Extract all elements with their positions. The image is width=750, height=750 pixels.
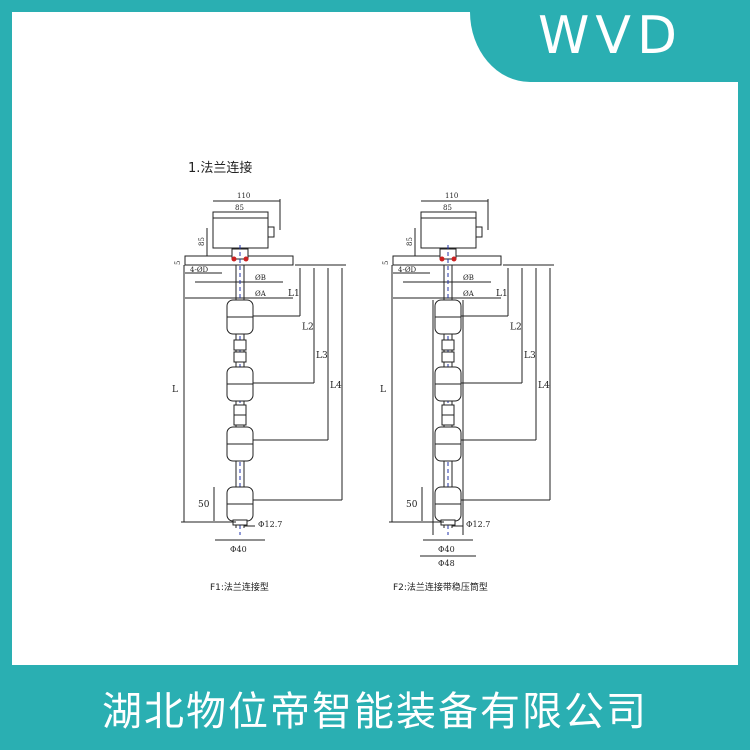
cable-gland xyxy=(267,226,275,238)
rod-collar xyxy=(441,351,455,363)
dim-float-label: Φ40 xyxy=(438,545,455,554)
brand-tab xyxy=(470,0,750,82)
dim-rod-label: Φ12.7 xyxy=(258,520,282,529)
dim-a-label: ØA xyxy=(463,290,475,298)
rod-collar xyxy=(233,404,247,416)
drawing-caption: F2:法兰连接带稳压筒型 xyxy=(393,581,488,593)
dim-holes-label: 4-ØD xyxy=(190,266,209,274)
dim-l1-label: L1 xyxy=(288,289,300,299)
section-title: 1.法兰连接 xyxy=(188,160,252,176)
dim-5-label: 5 xyxy=(174,261,182,265)
dim-b-label: ØB xyxy=(255,274,266,282)
dim-50-label: 50 xyxy=(198,500,210,510)
rod-collar xyxy=(233,339,247,351)
dim-l-label: L xyxy=(172,385,178,395)
company-name: 湖北物位帝智能装备有限公司 xyxy=(102,688,648,735)
dim-l2-label: L2 xyxy=(302,323,314,333)
dim-50-label: 50 xyxy=(406,500,418,510)
cable-gland xyxy=(475,226,483,238)
dim-85-label: 85 xyxy=(235,204,244,212)
dim-height-label: 85 xyxy=(406,237,414,246)
seal-mark xyxy=(439,256,445,262)
dim-tube-label: Φ48 xyxy=(438,559,455,568)
housing-box xyxy=(212,211,269,249)
seal-mark xyxy=(243,256,249,262)
dim-holes-label: 4-ØD xyxy=(398,266,417,274)
rod-collar xyxy=(233,414,247,426)
seal-mark xyxy=(231,256,237,262)
dim-l1-label: L1 xyxy=(496,289,508,299)
rod-collar xyxy=(441,414,455,426)
dim-float-label: Φ40 xyxy=(230,545,247,554)
dim-b-label: ØB xyxy=(463,274,474,282)
drawing-caption: F1:法兰连接型 xyxy=(210,581,269,593)
brand-logo: WVD xyxy=(538,6,684,66)
housing-box xyxy=(420,211,477,249)
dim-l3-label: L3 xyxy=(316,351,328,361)
content-panel xyxy=(12,12,738,665)
dim-l3-label: L3 xyxy=(524,351,536,361)
dim-110-label: 110 xyxy=(237,192,250,200)
rod-collar xyxy=(441,404,455,416)
dim-l4-label: L4 xyxy=(538,381,550,391)
dim-l2-label: L2 xyxy=(510,323,522,333)
dim-5-label: 5 xyxy=(382,261,390,265)
dim-l4-label: L4 xyxy=(330,381,342,391)
dim-height-label: 85 xyxy=(198,237,206,246)
dim-rod-label: Φ12.7 xyxy=(466,520,490,529)
dim-110-label: 110 xyxy=(445,192,458,200)
dim-85-label: 85 xyxy=(443,204,452,212)
rod-collar xyxy=(441,339,455,351)
seal-mark xyxy=(451,256,457,262)
dim-l-label: L xyxy=(380,385,386,395)
dim-a-label: ØA xyxy=(255,290,267,298)
rod-collar xyxy=(233,351,247,363)
